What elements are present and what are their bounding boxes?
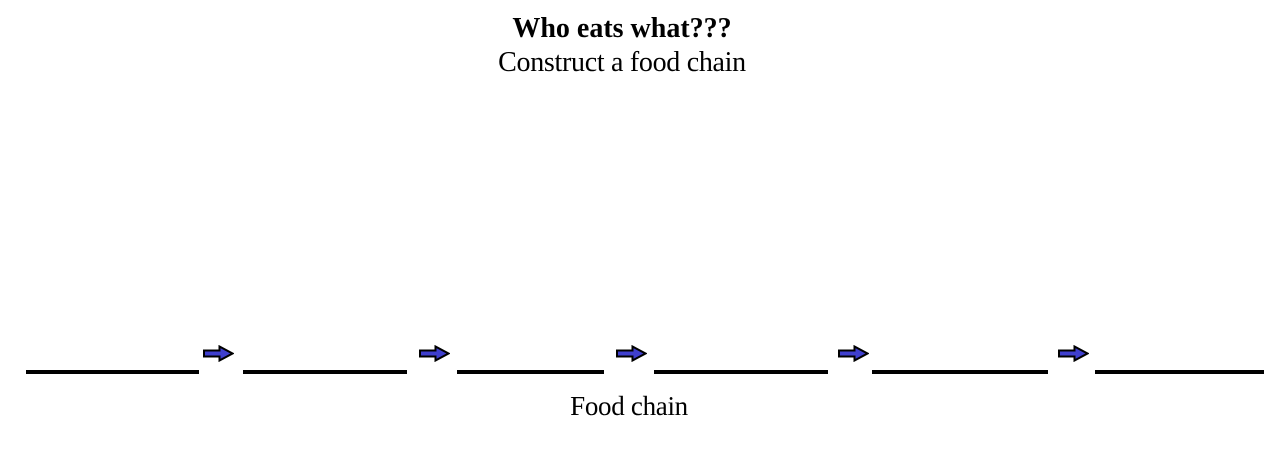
food-chain-blank-1[interactable]	[26, 370, 199, 374]
page-title: Who eats what???	[512, 13, 732, 44]
arrow-right-icon	[1058, 345, 1089, 362]
food-chain-blank-4[interactable]	[654, 370, 828, 374]
food-chain-blank-3[interactable]	[457, 370, 604, 374]
food-chain-blank-6[interactable]	[1095, 370, 1264, 374]
heading-block: Who eats what??? Construct a food chain	[0, 12, 1244, 80]
arrow-right-icon	[419, 345, 450, 362]
arrow-right-icon	[838, 345, 869, 362]
arrow-right-icon	[616, 345, 647, 362]
food-chain-blank-2[interactable]	[243, 370, 407, 374]
page-subtitle: Construct a food chain	[498, 47, 746, 78]
food-chain-blank-5[interactable]	[872, 370, 1048, 374]
arrow-right-icon	[203, 345, 234, 362]
food-chain-label: Food chain	[570, 391, 688, 421]
food-chain-label-wrap: Food chain	[0, 390, 1258, 422]
